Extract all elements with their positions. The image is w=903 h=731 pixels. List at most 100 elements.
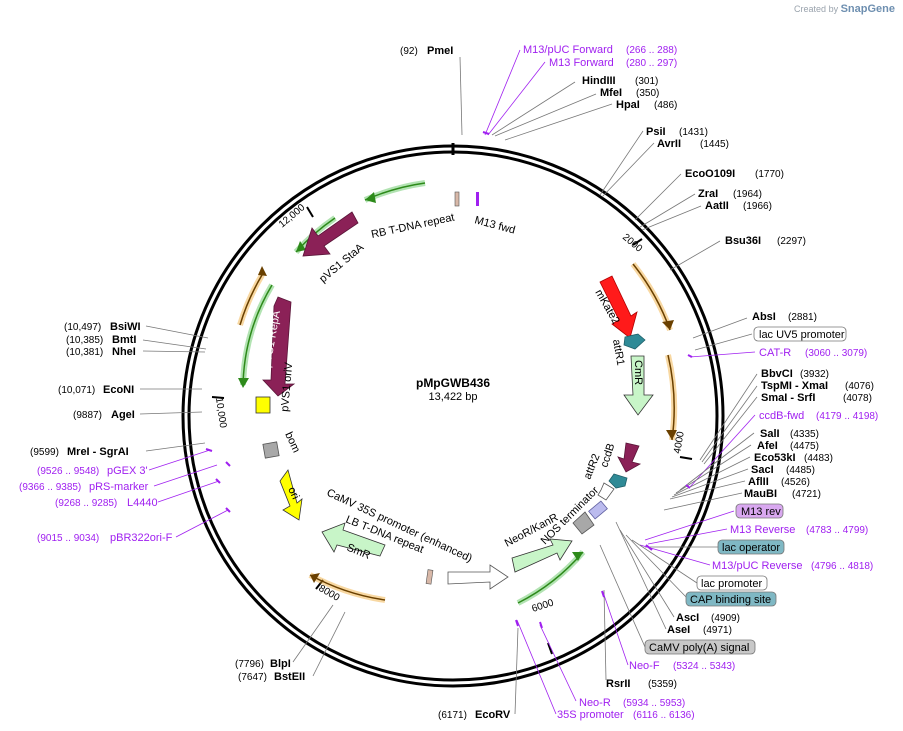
bsiwi-pos: (10,497) [64, 322, 101, 333]
lb-repeat-mark [425, 569, 434, 585]
psii-name: PsiI [646, 126, 666, 138]
rb-repeat-mark [454, 191, 460, 207]
primer-pgex-name: pGEX 3' [107, 465, 148, 477]
label-ccdb: ccdB [598, 442, 617, 469]
box-lac-operator [717, 539, 785, 555]
psii-pos: (1431) [679, 127, 708, 138]
leader-asei [615, 521, 667, 630]
blpi-pos: (7796) [235, 659, 264, 670]
mark-pbr322 [225, 507, 231, 513]
bsiwi-name: BsiWI [110, 321, 141, 333]
tick-label-10000: 10,000 [213, 397, 228, 429]
bom-box [262, 441, 280, 459]
primer-marks [205, 131, 693, 629]
label-bom: bom [282, 430, 302, 454]
leader-absi [692, 317, 748, 339]
primer-m13puc-fwd-name: M13/pUC Forward [523, 44, 613, 56]
avrii-pos: (1445) [700, 139, 729, 150]
zrai-pos: (1964) [733, 189, 762, 200]
agei-pos: (9887) [73, 410, 102, 421]
bbvci-pos: (3932) [800, 369, 829, 380]
leader-avrii [601, 142, 655, 198]
leader-bmti [142, 339, 207, 350]
primer-prs-pos: (9366 .. 9385) [19, 482, 81, 493]
srfi-pos: (4078) [843, 393, 872, 404]
leader-lines [139, 49, 758, 715]
primer-m13-fwd-name: M13 Forward [549, 57, 614, 69]
credit-created-by: Created by [794, 4, 839, 14]
eco53ki-name: Eco53kI [754, 452, 796, 464]
primer-pbr322-name: pBR322ori-F [110, 532, 173, 544]
bsteii-pos: (7647) [238, 672, 267, 683]
leader-neo-f [602, 591, 629, 666]
asci-name: AscI [676, 612, 699, 624]
orf-arrowhead-2 [296, 241, 306, 252]
leader-sgrai [145, 442, 206, 452]
neokanr-arrow [511, 538, 573, 573]
econi-name: EcoNI [103, 384, 134, 396]
snapgene-credit: Created by SnapGene [794, 3, 895, 15]
leader-pgex [148, 449, 211, 471]
aflii-name: AflII [748, 476, 769, 488]
primer-ccdb-fwd-pos: (4179 .. 4198) [816, 411, 878, 422]
rsrii-name: RsrII [606, 678, 630, 690]
small-white-arrow [597, 482, 615, 501]
orf-arc-green-3 [242, 284, 273, 386]
zrai-name: ZraI [698, 188, 718, 200]
leader-ccdb-fwd [689, 414, 756, 488]
site-labels-left: (10,497) BsiWI (10,385) BmtI (10,381) Nh… [30, 321, 305, 683]
mark-35s [515, 619, 519, 627]
leader-camv-polya [599, 544, 646, 648]
primer-neo-r-name: Neo-R [579, 697, 611, 709]
primer-prs-name: pRS-marker [89, 481, 149, 493]
afei-name: AfeI [757, 440, 778, 452]
box-lac-uv5-text: lac UV5 promoter [759, 329, 845, 341]
m13-fwd-mark [476, 192, 479, 206]
primer-l4440-name: L4440 [127, 497, 158, 509]
box-lac-promoter-text: lac promoter [701, 578, 762, 590]
leader-hindiii [491, 81, 576, 136]
feature-arrows [255, 191, 654, 590]
asci-pos: (4909) [711, 613, 740, 624]
rsrii-pos: (5359) [648, 679, 677, 690]
srfi-name: SmaI - SrfI [761, 392, 815, 404]
leader-aatii [641, 205, 702, 231]
sgrai-name: MreI - SgrAI [67, 446, 129, 458]
leader-bbvci [699, 373, 758, 461]
primer-m13puc-fwd-pos: (266 .. 288) [626, 45, 677, 56]
pmei-name: PmeI [427, 45, 453, 57]
maubi-pos: (4721) [792, 489, 821, 500]
boxed-labels: lac UV5 promoter M13 rev lac operator la… [644, 326, 847, 655]
eco53ki-pos: (4483) [804, 453, 833, 464]
bmti-name: BmtI [112, 334, 136, 346]
blpi-name: BlpI [270, 658, 291, 670]
mark-m13-rev [645, 544, 653, 551]
bmti-pos: (10,385) [66, 335, 103, 346]
hindiii-pos: (301) [635, 76, 658, 87]
ccdb-arrow [617, 442, 642, 473]
leader-xmai [701, 385, 758, 463]
primer-cat-r-name: CAT-R [759, 347, 791, 359]
box-lac-promoter [696, 575, 768, 591]
box-cap-binding-text: CAP binding site [690, 594, 771, 606]
ecorv-name: EcoRV [475, 709, 511, 721]
tick-10000-mark [211, 396, 225, 399]
box-camv-polya-text: CaMV poly(A) signal [649, 642, 749, 654]
attr1-arrow [623, 333, 646, 350]
pmei-pos: (92) [400, 46, 418, 57]
primer-pbr322-pos: (9015 .. 9034) [37, 533, 99, 544]
leader-aflii [669, 480, 746, 500]
cmr-arrow [623, 355, 654, 416]
site-labels-right: (92) PmeI HindIII (301) MfeI (350) HpaI … [400, 45, 874, 721]
orf-arrowhead-1 [365, 192, 376, 203]
leader-zrai [639, 193, 696, 228]
orf-arrowhead-6 [238, 378, 249, 388]
bbvci-name: BbvCI [761, 368, 793, 380]
tick-label-4000: 4000 [672, 430, 687, 454]
leader-bsiwi [145, 325, 209, 339]
bsteii-name: BstEII [274, 671, 305, 683]
label-ori: ori [285, 485, 301, 501]
leader-neo-r [539, 624, 577, 702]
label-m13-fwd: M13 fwd [473, 214, 516, 236]
